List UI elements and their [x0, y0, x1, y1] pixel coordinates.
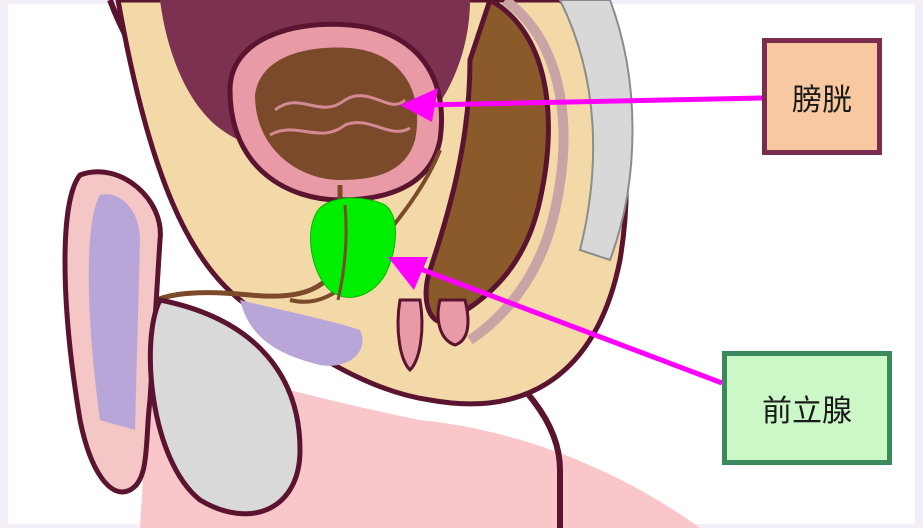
prostate-label: 前立腺: [762, 386, 852, 430]
prostate-label-box: 前立腺: [722, 351, 892, 465]
bladder-label-box: 膀胱: [762, 38, 882, 155]
bladder-label: 膀胱: [792, 75, 852, 119]
